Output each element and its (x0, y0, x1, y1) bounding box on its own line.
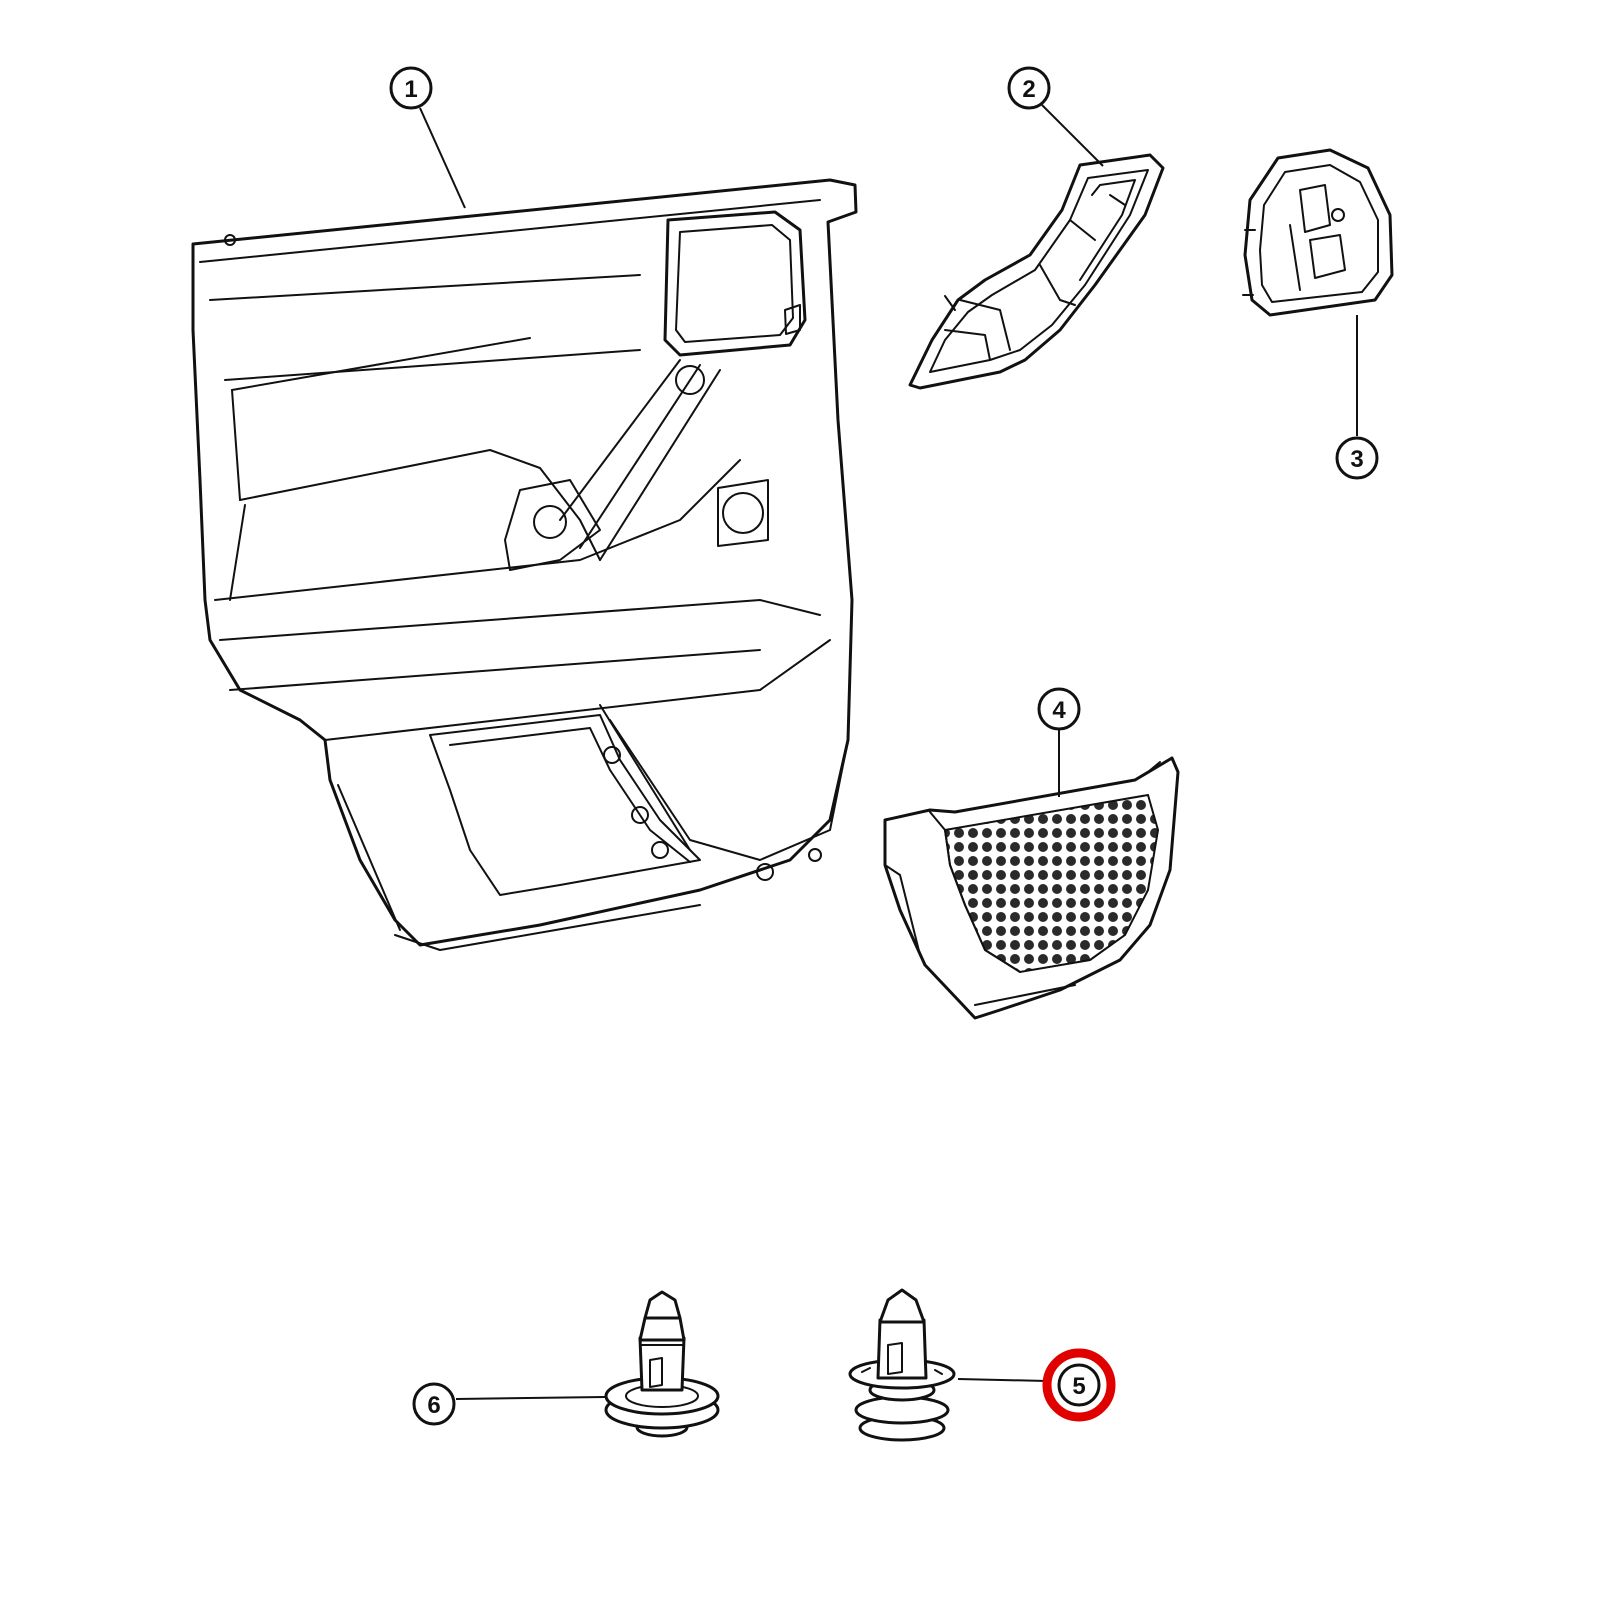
callout-5[interactable]: 5 (1042, 1348, 1116, 1422)
callout-label-4: 4 (1052, 697, 1066, 724)
callout-label-1: 1 (404, 76, 417, 103)
map-pocket-net[interactable] (883, 756, 1180, 1020)
door-trim-panel[interactable] (191, 178, 858, 951)
callout-3[interactable]: 3 (1335, 436, 1379, 480)
pull-handle-bezel[interactable] (908, 153, 1165, 390)
callout-label-2: 2 (1022, 76, 1035, 103)
leader-line-1 (419, 107, 466, 209)
leader-line-2 (1041, 104, 1104, 167)
callout-4[interactable]: 4 (1037, 687, 1081, 731)
handle-cup-bezel[interactable] (1242, 148, 1394, 317)
callout-6[interactable]: 6 (412, 1382, 456, 1426)
push-pin-fastener-double-flange[interactable] (848, 1288, 956, 1442)
callout-label-3: 3 (1350, 446, 1363, 473)
callout-2[interactable]: 2 (1007, 66, 1051, 110)
highlight-ring (1042, 1348, 1116, 1422)
leader-line-5 (957, 1378, 1048, 1382)
callout-1[interactable]: 1 (389, 66, 433, 110)
push-pin-fastener-single-flange[interactable] (604, 1290, 720, 1438)
callout-label-6: 6 (427, 1392, 440, 1419)
callout-label-5: 5 (1072, 1373, 1085, 1400)
leader-line-6 (455, 1396, 606, 1400)
